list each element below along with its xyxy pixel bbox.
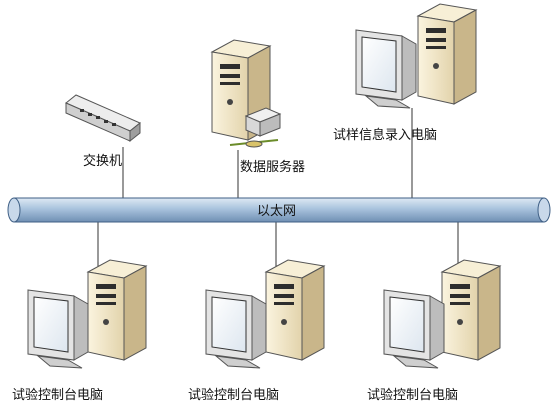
control-pc-1-label: 试验控制台电脑: [12, 388, 104, 403]
data-server-label: 数据服务器: [240, 160, 306, 175]
control-pc-2-icon: [205, 259, 325, 369]
control-pc-3-label: 试验控制台电脑: [367, 388, 459, 403]
switch-label: 交换机: [83, 154, 123, 169]
control-pc-1-icon: [27, 259, 147, 369]
entry-pc-icon: [355, 3, 477, 109]
ethernet-label: 以太网: [256, 204, 296, 219]
network-switch-icon: [65, 94, 141, 143]
control-pc-3-icon: [383, 259, 501, 369]
ethernet-bus: [7, 197, 551, 223]
control-pc-2-label: 试验控制台电脑: [188, 388, 280, 403]
server-icon: [211, 39, 282, 148]
entry-pc-label: 试样信息录入电脑: [333, 128, 438, 143]
